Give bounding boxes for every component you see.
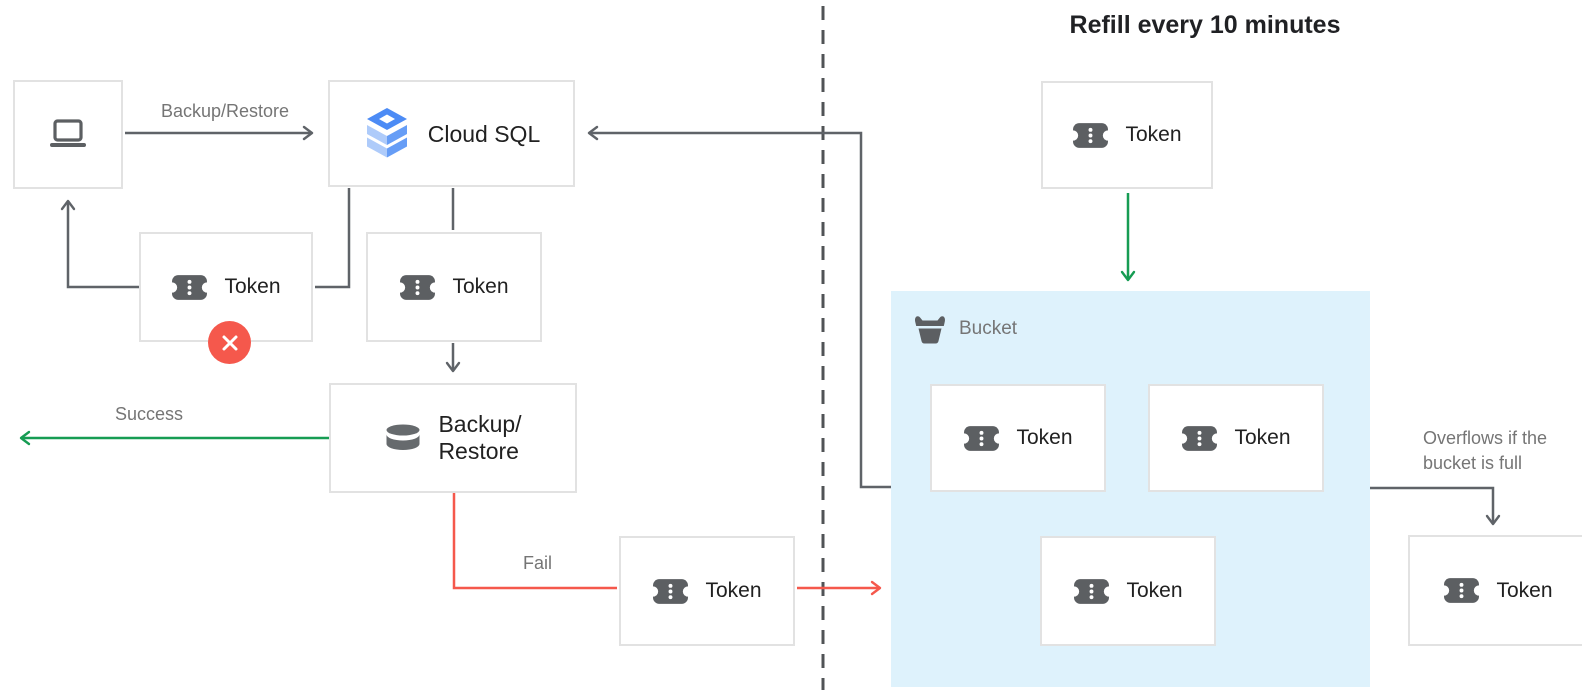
client-box xyxy=(13,80,123,189)
edge-label-overflow: Overflows if the bucket is full xyxy=(1423,428,1548,473)
token-box-rejected: Token xyxy=(139,232,313,364)
connector-bucket-to-cloudsql xyxy=(587,125,891,489)
token-icon xyxy=(652,578,690,604)
backup-restore-box: Backup/ Restore xyxy=(329,383,577,493)
token-icon xyxy=(1181,425,1219,451)
token-box-pending: Token xyxy=(366,232,542,342)
database-icon xyxy=(386,424,420,450)
bucket-header: Bucket xyxy=(912,312,1017,345)
token-box-refill: Token xyxy=(1041,81,1213,189)
token-icon xyxy=(1072,122,1110,148)
bucket-token-box-2: Token xyxy=(1148,384,1324,492)
x-circle-icon xyxy=(208,321,251,364)
cloud-sql-label: Cloud SQL xyxy=(427,120,541,147)
token-icon xyxy=(1443,578,1481,603)
edge-label-success: Success xyxy=(114,404,184,424)
token-label: Token xyxy=(1496,578,1553,602)
connector-bucket-overflow xyxy=(1370,486,1501,526)
token-box-fail: Token xyxy=(619,536,795,646)
token-label: Token xyxy=(1016,426,1073,449)
connector-fail xyxy=(452,493,617,590)
laptop-icon xyxy=(50,119,86,147)
bucket-label: Bucket xyxy=(959,317,1018,339)
token-label: Token xyxy=(1234,426,1291,449)
token-box-overflow: Token xyxy=(1408,535,1582,646)
connector-rejected-token-to-client xyxy=(60,199,139,289)
token-label: Token xyxy=(1126,579,1183,602)
token-label: Token xyxy=(705,579,762,602)
token-label: Token xyxy=(1125,123,1182,146)
token-icon xyxy=(1073,578,1111,604)
backup-restore-label: Backup/ Restore xyxy=(438,411,522,464)
bucket-token-box-3: Token xyxy=(1040,536,1216,646)
token-label: Token xyxy=(224,275,281,298)
edge-label-backup-restore: Backup/Restore xyxy=(160,101,290,121)
token-icon xyxy=(399,274,437,300)
token-label: Token xyxy=(452,275,509,298)
token-icon xyxy=(171,274,209,300)
diagram-title: Refill every 10 minutes xyxy=(1069,11,1341,39)
cloud-sql-stack-icon xyxy=(366,107,407,157)
token-icon xyxy=(963,425,1001,451)
connector-cloudsql-to-rejected-token xyxy=(315,188,351,289)
edge-label-fail: Fail xyxy=(522,553,552,573)
cloud-sql-box: Cloud SQL xyxy=(328,80,575,187)
bucket-token-box-1: Token xyxy=(930,384,1106,492)
bucket-icon xyxy=(915,316,945,344)
